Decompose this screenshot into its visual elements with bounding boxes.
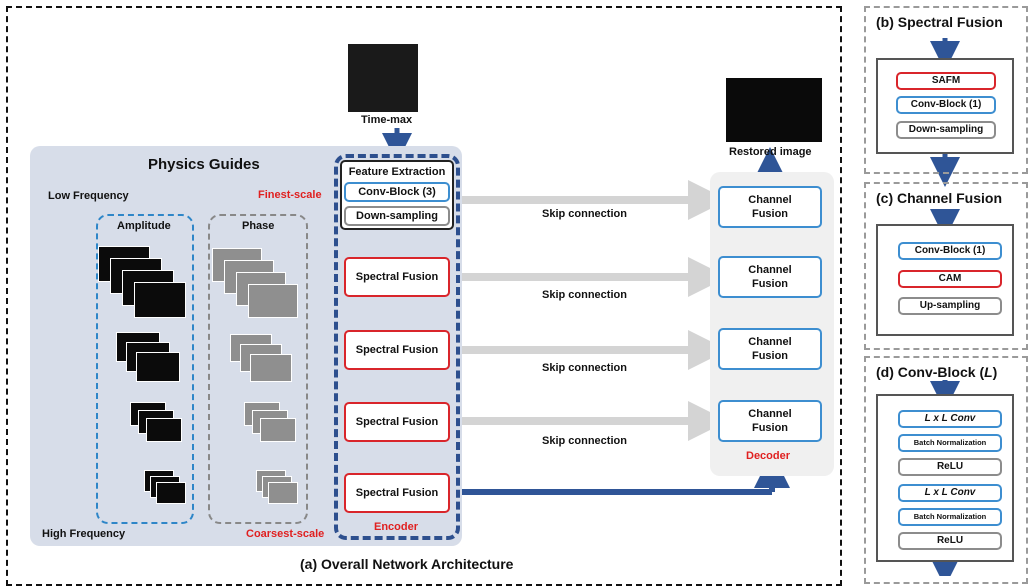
phase-image — [248, 284, 298, 318]
high-frequency-label: High Frequency — [42, 528, 126, 540]
phase-label: Phase — [242, 220, 275, 232]
panel-d-title-prefix: (d) Conv-Block ( — [876, 364, 985, 380]
spectral-fusion-block: Spectral Fusion — [344, 330, 450, 370]
panel-c-title: (c) Channel Fusion — [876, 190, 1002, 206]
phase-image — [260, 418, 296, 442]
spectral-fusion-detail-frame — [864, 6, 1028, 174]
panel-d-title-var: L — [984, 364, 993, 380]
amplitude-image — [156, 482, 186, 504]
batch-normalization-block: Batch Normalization — [898, 508, 1002, 526]
down-sampling-block: Down-sampling — [896, 121, 996, 139]
panel-b-title: (b) Spectral Fusion — [876, 14, 1003, 30]
relu-block: ReLU — [898, 532, 1002, 550]
amplitude-image — [134, 282, 186, 318]
feature-extraction-title: Feature Extraction — [348, 166, 446, 178]
main-caption: (a) Overall Network Architecture — [300, 556, 514, 572]
low-frequency-label: Low Frequency — [48, 190, 129, 202]
panel-d-title: (d) Conv-Block (L) — [876, 364, 997, 380]
spectral-fusion-block: Spectral Fusion — [344, 473, 450, 513]
channel-fusion-block: Channel Fusion — [718, 186, 822, 228]
channel-fusion-block: Channel Fusion — [718, 328, 822, 370]
conv-block-1: Conv-Block (1) — [896, 96, 996, 114]
encoder-box — [334, 154, 460, 540]
amplitude-group — [96, 214, 194, 524]
decoder-label: Decoder — [746, 450, 791, 462]
coarsest-scale-label: Coarsest-scale — [246, 528, 325, 540]
conv-block-1: Conv-Block (1) — [898, 242, 1002, 260]
down-sampling-block: Down-sampling — [344, 206, 450, 226]
output-image — [726, 78, 822, 142]
skip-connection-label: Skip connection — [542, 208, 627, 220]
batch-normalization-block: Batch Normalization — [898, 434, 1002, 452]
safm-block: SAFM — [896, 72, 996, 90]
amplitude-image — [146, 418, 182, 442]
phase-group — [208, 214, 308, 524]
skip-connection-label: Skip connection — [542, 435, 627, 447]
up-sampling-block: Up-sampling — [898, 297, 1002, 315]
lxl-conv-block: L x L Conv — [898, 484, 1002, 502]
relu-block: ReLU — [898, 458, 1002, 476]
lxl-conv-block: L x L Conv — [898, 410, 1002, 428]
phase-image — [268, 482, 298, 504]
channel-fusion-detail-frame — [864, 182, 1028, 350]
output-label: Restored image — [729, 146, 812, 158]
channel-fusion-block: Channel Fusion — [718, 400, 822, 442]
encoder-label: Encoder — [374, 521, 419, 533]
skip-connection-label: Skip connection — [542, 289, 627, 301]
conv-block-3: Conv-Block (3) — [344, 182, 450, 202]
skip-connection-label: Skip connection — [542, 362, 627, 374]
phase-image — [250, 354, 292, 382]
spectral-fusion-block: Spectral Fusion — [344, 257, 450, 297]
channel-fusion-block: Channel Fusion — [718, 256, 822, 298]
physics-guides-title: Physics Guides — [148, 156, 260, 173]
input-image — [348, 44, 418, 112]
amplitude-label: Amplitude — [117, 220, 171, 232]
finest-scale-label: Finest-scale — [258, 189, 322, 201]
panel-d-title-suffix: ) — [992, 364, 998, 380]
input-label: Time-max — [361, 114, 413, 126]
cam-block: CAM — [898, 270, 1002, 288]
amplitude-image — [136, 352, 180, 382]
spectral-fusion-block: Spectral Fusion — [344, 402, 450, 442]
